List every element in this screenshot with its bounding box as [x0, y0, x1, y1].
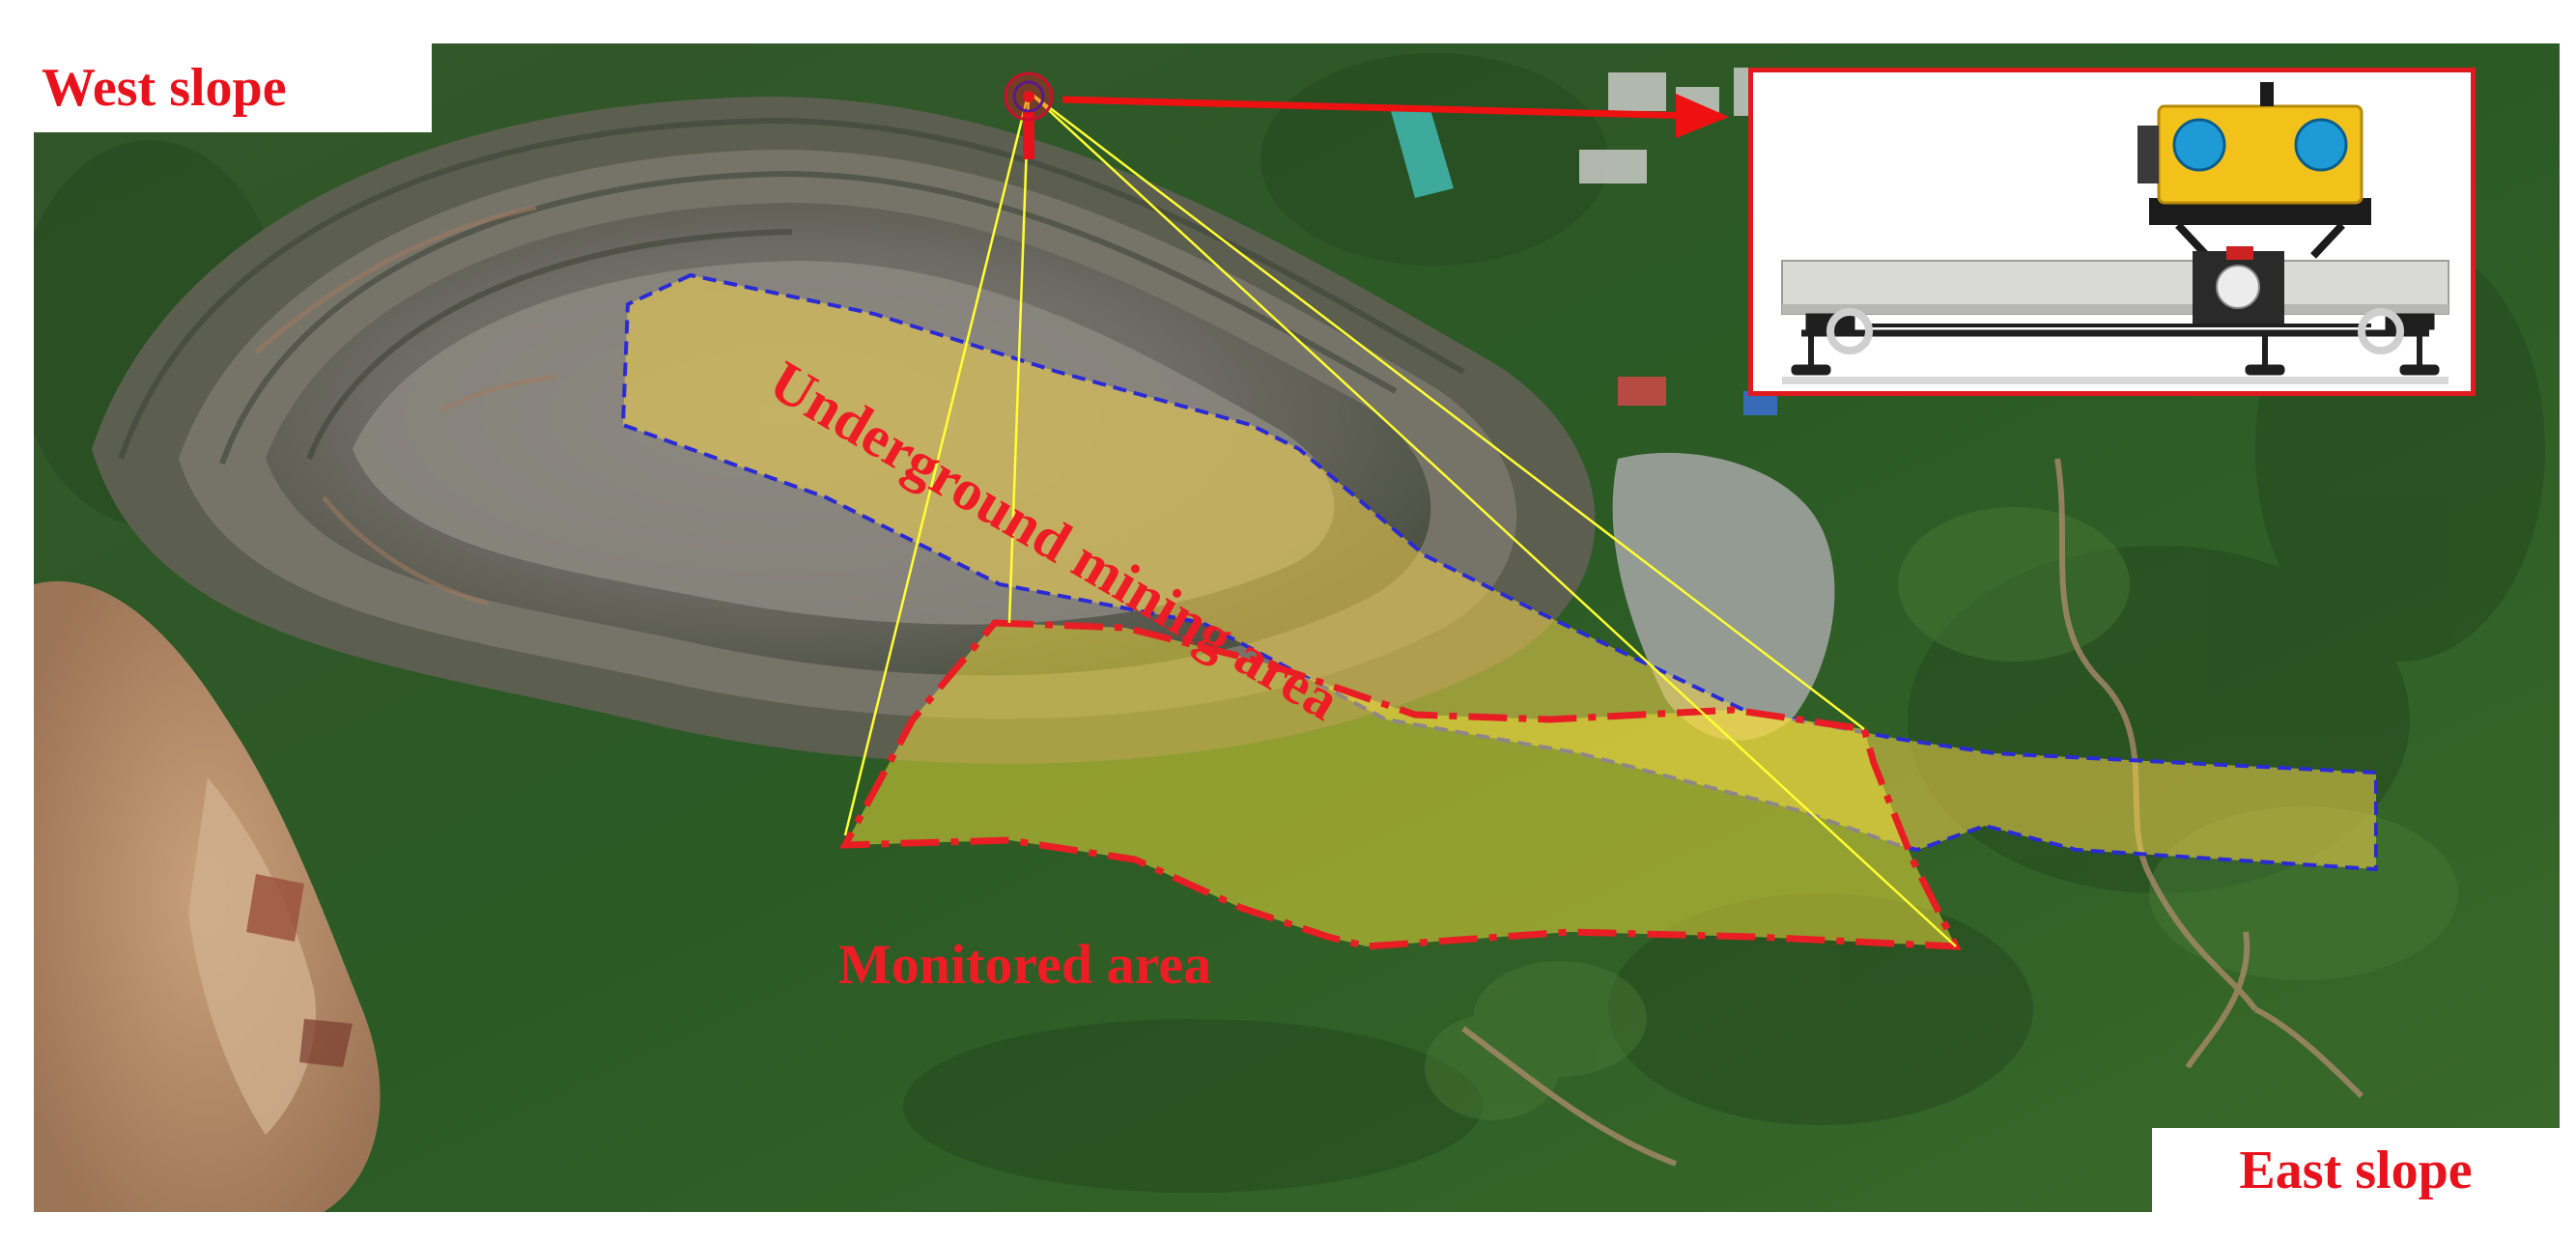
bare-soil-area [34, 580, 381, 1212]
underground-mining-area-polygon [620, 272, 2378, 872]
east-slope-label: East slope [2152, 1128, 2560, 1212]
monitored-area-label: Monitored area [838, 933, 1212, 996]
instrument-inset [1748, 68, 2476, 396]
pond [1391, 106, 1454, 198]
west-slope-label: West slope [34, 43, 432, 132]
monitored-area-polygon [839, 619, 1962, 950]
radar-sight-lines [843, 91, 1957, 947]
linear-rail [1781, 246, 2449, 324]
processing-area [1612, 452, 1835, 741]
tripod-base [1791, 308, 2440, 376]
ground-based-radar-instrument [1753, 72, 2471, 391]
radar-head [2137, 82, 2371, 259]
arrow-right-icon [1062, 94, 1729, 138]
radar-station-icon [1004, 71, 1054, 159]
